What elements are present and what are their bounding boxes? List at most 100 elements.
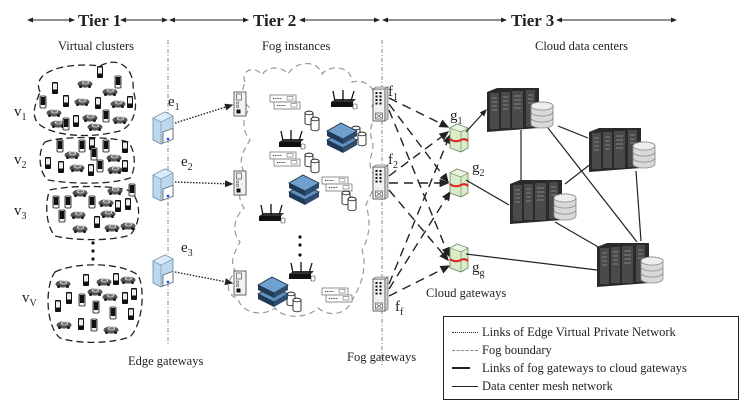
switch-icon — [257, 276, 289, 308]
fog-instances-caption: Fog instances — [262, 39, 331, 53]
fog-gateways-caption: Fog gateways — [347, 350, 416, 364]
fog-device-icon — [233, 170, 247, 196]
v2-label: v2 — [14, 152, 27, 171]
fog-gateway-ff[interactable] — [372, 276, 389, 312]
ff-label: ff — [395, 299, 404, 318]
link-f2-g1 — [388, 131, 450, 177]
cluster-ellipsis — [91, 241, 95, 261]
fog-gateway-f1[interactable] — [372, 86, 389, 122]
fog-device-icon — [233, 91, 247, 117]
fog-device-icon — [233, 270, 247, 296]
legend-label: Data center mesh network — [482, 378, 613, 393]
server-icon — [152, 111, 174, 145]
link-g1-dc1 — [465, 109, 487, 133]
f2-label: f2 — [388, 152, 398, 171]
virtual-cluster-v2 — [39, 136, 135, 184]
edge-gateway-e1[interactable] — [152, 111, 174, 145]
e3-label: e3 — [181, 240, 193, 259]
legend-label: Links of fog gateways to cloud gateways — [482, 360, 687, 375]
legend-label: Links of Edge Virtual Private Network — [482, 324, 676, 339]
tier3-label: Tier 3 — [511, 11, 554, 30]
router-icon — [278, 129, 306, 150]
cloud-gateway-gg[interactable] — [449, 243, 469, 273]
legend: Links of Edge Virtual Private Network Fo… — [443, 316, 739, 400]
link-ff-g2 — [388, 190, 451, 290]
legend-item-vpn: Links of Edge Virtual Private Network — [452, 323, 730, 341]
cloud-gateways-caption: Cloud gateways — [426, 286, 506, 300]
ellipsis-dot — [298, 253, 302, 257]
mesh-dc3-dc2 — [564, 162, 593, 185]
tier2-label: Tier 2 — [253, 11, 296, 30]
tier1-label: Tier 1 — [78, 11, 121, 30]
gateway-icon — [449, 243, 469, 273]
router-icon — [258, 203, 286, 224]
cloud-gateway-g2[interactable] — [449, 168, 469, 198]
link-gg-dc4 — [465, 253, 598, 271]
router-icon — [288, 261, 316, 282]
gg-label: gg — [472, 260, 485, 279]
edge-gateway-e3[interactable] — [152, 254, 174, 288]
switch-icon — [372, 86, 389, 122]
mesh-dc1-dc4 — [547, 127, 638, 243]
e2-label: e2 — [181, 154, 193, 173]
e1-label: e1 — [168, 94, 180, 113]
vpn-link-e3 — [174, 271, 234, 286]
mesh-dc3-dc4 — [554, 221, 601, 249]
edge-gateway-e2[interactable] — [152, 168, 174, 202]
link-ff-gg — [388, 265, 451, 297]
solid-line-swatch — [452, 385, 478, 387]
virtual-clusters-caption: Virtual clusters — [58, 39, 134, 53]
server-icon — [152, 168, 174, 202]
link-ff-g1 — [388, 133, 451, 285]
dotted-line-swatch — [452, 331, 478, 333]
datacenter-mesh-links — [465, 109, 642, 271]
gateway-icon — [449, 168, 469, 198]
link-f1-g1 — [388, 97, 450, 128]
datacenter-4[interactable] — [596, 242, 664, 288]
datacenter-1[interactable] — [486, 87, 554, 133]
g1-label: g1 — [450, 108, 463, 127]
router-icon — [330, 89, 358, 110]
edge-vpn-links — [174, 103, 234, 286]
g2-label: g2 — [472, 160, 485, 179]
storage-icon — [341, 190, 357, 212]
vpn-link-e1 — [174, 103, 234, 124]
fog-instances — [233, 89, 367, 313]
switch-icon — [288, 174, 320, 206]
legend-item-fog-cloud-links: Links of fog gateways to cloud gateways — [452, 359, 730, 377]
datacenter-3[interactable] — [509, 179, 577, 225]
f1-label: f1 — [388, 84, 398, 103]
v1-label: v1 — [14, 104, 27, 123]
server-icon — [152, 254, 174, 288]
dashed-line-swatch — [452, 349, 478, 351]
storage-icon — [286, 291, 302, 313]
link-f1-g2 — [388, 103, 449, 184]
patch-panel-icon — [269, 94, 301, 110]
edge-gateways-caption: Edge gateways — [128, 354, 203, 368]
virtual-cluster-vv — [47, 264, 143, 344]
patch-panel-icon — [321, 287, 353, 303]
switch-icon — [372, 164, 389, 200]
long-dash-swatch — [452, 367, 470, 369]
vv-label: vV — [22, 290, 38, 309]
switch-icon — [372, 276, 389, 312]
cloud-gateway-g1[interactable] — [449, 123, 469, 153]
datacenter-2[interactable] — [588, 127, 656, 173]
ellipsis-dot — [298, 243, 302, 247]
patch-panel-icon — [321, 176, 353, 192]
virtual-cluster-v1 — [33, 61, 137, 137]
virtual-cluster-v3 — [46, 183, 140, 241]
legend-item-fog-boundary: Fog boundary — [452, 341, 730, 359]
vpn-link-e2 — [174, 180, 234, 188]
patch-panel-icon — [269, 151, 301, 167]
cloud-data-centers-caption: Cloud data centers — [535, 39, 628, 53]
mesh-dc1-dc2 — [557, 125, 589, 139]
ellipsis-dot — [298, 235, 302, 239]
fog-cloud-links — [388, 97, 451, 297]
v3-label: v3 — [14, 203, 27, 222]
link-g2-dc3 — [465, 179, 510, 206]
fog-gateway-f2[interactable] — [372, 164, 389, 200]
tier-header: Tier 1 Tier 2 Tier 3 — [27, 11, 677, 30]
link-f2-gg — [388, 189, 449, 262]
